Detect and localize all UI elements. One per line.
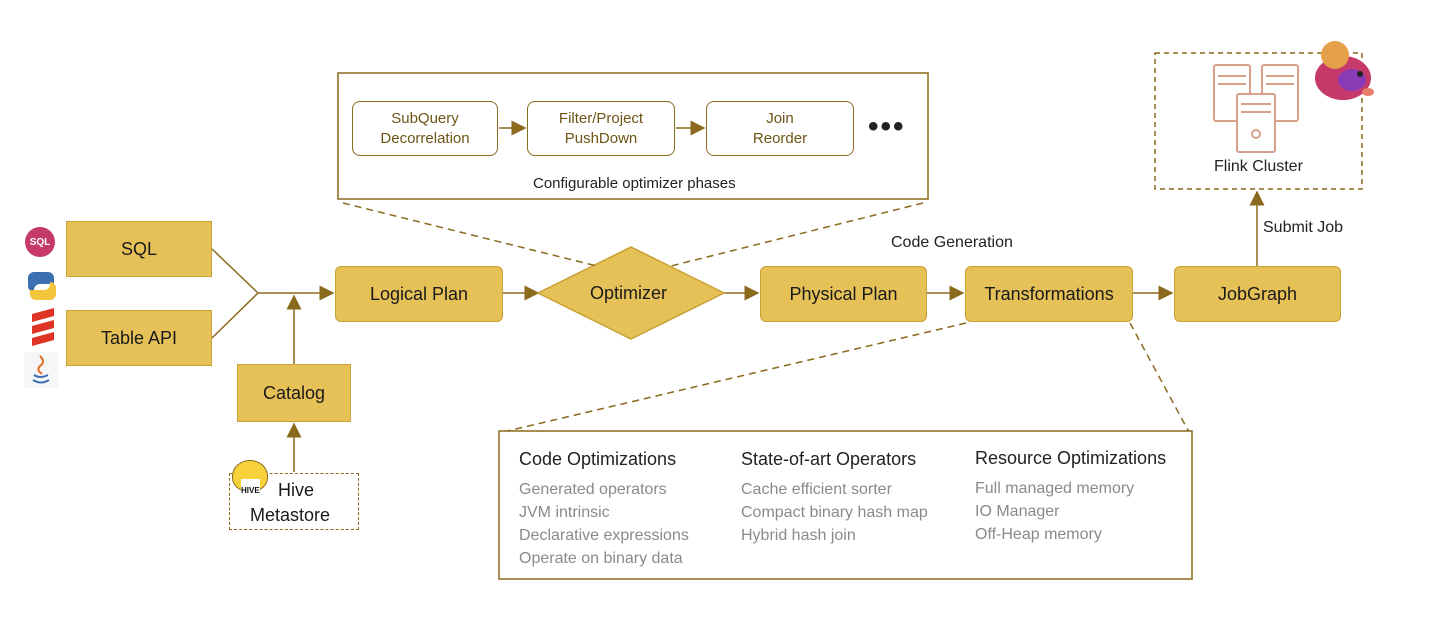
jobgraph-label: JobGraph (1217, 283, 1298, 304)
optimizer-diamond (536, 246, 726, 340)
logical-plan-box: Logical Plan (335, 266, 503, 322)
optimizer-phases-caption: Configurable optimizer phases (533, 175, 736, 192)
table-api-box: Table API (66, 310, 212, 366)
hive-logo-icon: HIVE (232, 460, 268, 503)
flink-cluster-label: Flink Cluster (1214, 158, 1303, 175)
python-icon (28, 272, 56, 300)
scala-icon (32, 308, 54, 346)
list-item: Generated operators (519, 481, 667, 498)
sql-label: SQL (120, 238, 158, 259)
table-api-label: Table API (100, 327, 178, 348)
resource-optimizations-column: Resource Optimizations Full managed memo… (975, 448, 1166, 546)
resource-optimizations-title: Resource Optimizations (975, 448, 1167, 468)
code-optimizations-title: Code Optimizations (519, 449, 677, 469)
phase-join-line2: Reorder (752, 129, 808, 147)
phase-filter-project: Filter/Project PushDown (527, 101, 675, 156)
operators-title: State-of-art Operators (741, 449, 917, 469)
logical-plan-label: Logical Plan (369, 283, 469, 304)
code-generation-label: Code Generation (891, 234, 1013, 251)
jobgraph-box: JobGraph (1174, 266, 1341, 322)
java-icon (24, 352, 58, 388)
optimizations-panel (498, 430, 1193, 580)
flink-cluster-box (1154, 52, 1363, 190)
server-icon (1213, 64, 1299, 153)
list-item: IO Manager (975, 503, 1060, 520)
transformations-box: Transformations (965, 266, 1133, 322)
phase-filter-line1: Filter/Project (558, 109, 644, 127)
phase-join-reorder: Join Reorder (706, 101, 854, 156)
transformations-label: Transformations (984, 283, 1114, 304)
list-item: Full managed memory (975, 480, 1135, 497)
input-merge-lines (211, 248, 335, 339)
flink-logo-icon (1315, 41, 1374, 100)
list-item: Off-Heap memory (975, 526, 1102, 543)
list-item: Declarative expressions (519, 527, 689, 544)
submit-job-label: Submit Job (1263, 219, 1344, 236)
list-item: Hybrid hash join (741, 527, 856, 544)
catalog-label: Catalog (262, 382, 326, 403)
optimizer-label: Optimizer (590, 283, 668, 303)
catalog-box: Catalog (237, 364, 351, 422)
hive-metastore-box: HIVE Hive Metastore (229, 460, 359, 530)
phase-subquery-line1: SubQuery (391, 109, 459, 127)
hive-line1: Hive (278, 480, 315, 500)
sql-icon: SQL (25, 227, 55, 257)
list-item: Compact binary hash map (741, 504, 928, 521)
sql-icon-text: SQL (29, 236, 51, 248)
list-item: Operate on binary data (519, 550, 683, 567)
phase-subquery: SubQuery Decorrelation (352, 101, 498, 156)
phase-join-line1: Join (766, 109, 794, 127)
sql-box: SQL (66, 221, 212, 277)
hive-badge-text: HIVE (241, 479, 260, 503)
hive-line2: Metastore (250, 505, 331, 525)
phase-filter-line2: PushDown (564, 129, 638, 147)
physical-plan-label: Physical Plan (789, 283, 898, 304)
list-item: JVM intrinsic (519, 504, 610, 521)
phase-subquery-line2: Decorrelation (380, 129, 470, 147)
physical-plan-box: Physical Plan (760, 266, 927, 322)
state-of-art-operators-column: State-of-art Operators Cache efficient s… (741, 449, 928, 547)
more-phases-icon: ••• (868, 110, 906, 143)
code-optimizations-column: Code Optimizations Generated operators J… (519, 449, 689, 570)
list-item: Cache efficient sorter (741, 481, 892, 498)
